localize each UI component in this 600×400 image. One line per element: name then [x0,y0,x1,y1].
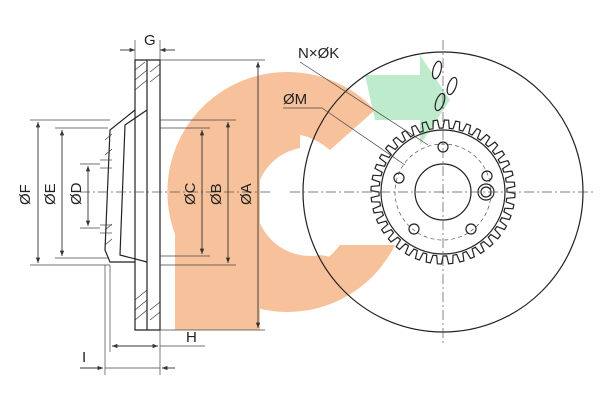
bolt-hole-6 [393,172,405,184]
label-d: ØD [68,182,85,205]
dimension-labels: G N×ØK ØM ØF ØE ØD ØC ØB ØA H I [17,32,339,366]
surface-slot-2 [446,76,458,96]
hub-hat [104,109,136,263]
logo-green-arrow [365,55,450,145]
bolt-hole-2 [481,170,493,182]
hat-serration-ring [370,119,516,265]
nk-leader [299,61,429,146]
label-h: H [186,329,197,346]
label-g: G [144,32,156,49]
side-section-view [80,59,270,331]
label-c: ØC [182,182,199,205]
bolt-hole-5 [408,223,420,235]
label-nk: N×ØK [298,45,339,62]
section-hatching [104,61,161,321]
serration-teeth [370,119,516,265]
bolt-hole-4 [465,223,477,235]
label-m: ØM [283,91,307,108]
label-e: ØE [42,183,59,205]
logo-left-bar [175,150,260,330]
label-a: ØA [238,183,255,205]
m-leader [321,107,406,166]
surface-slot-1 [431,60,443,80]
label-f: ØF [17,184,34,205]
watermark-logo-icon [167,55,450,330]
label-i: I [82,349,86,366]
label-b: ØB [208,183,225,205]
front-view [283,40,595,345]
dimension-lines [30,40,265,375]
surface-slot-3 [434,92,446,112]
